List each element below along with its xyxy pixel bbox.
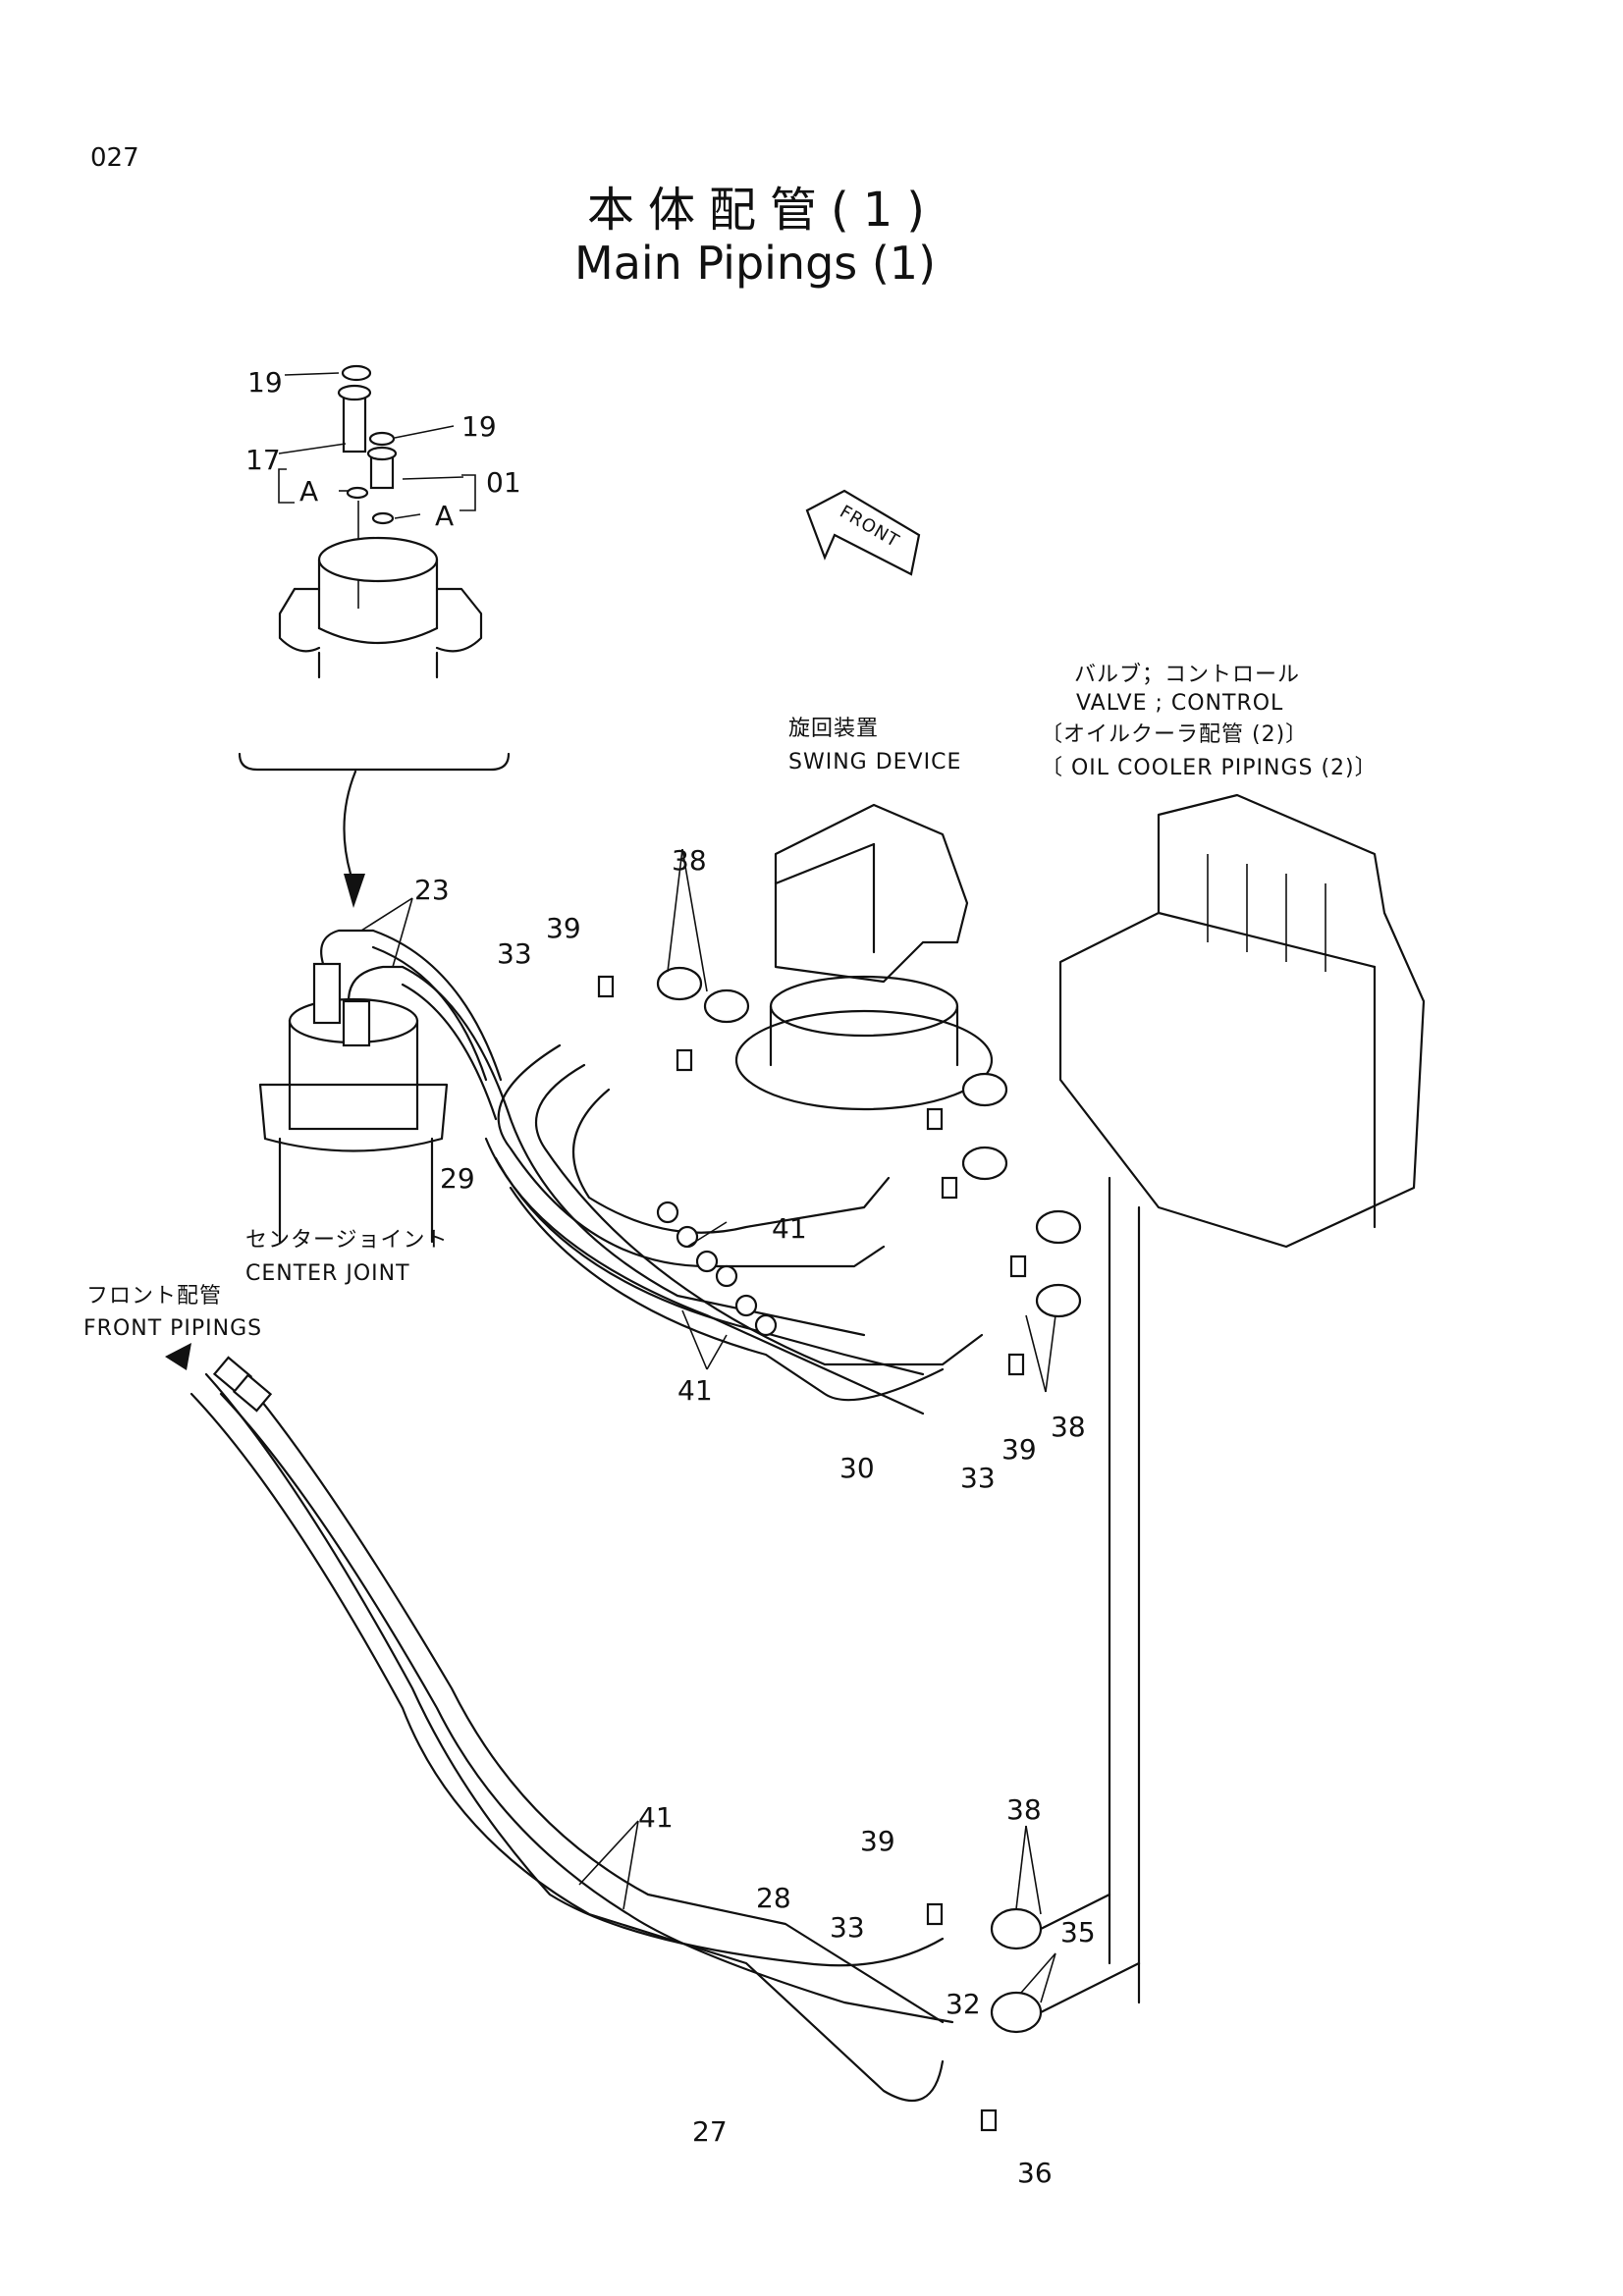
callout-30: 30 xyxy=(839,1452,875,1484)
callout-33: 33 xyxy=(497,937,532,970)
front-pipings-label-en: FRONT PIPINGS xyxy=(83,1316,263,1341)
swing-device-label-en: SWING DEVICE xyxy=(788,750,962,774)
callout-29: 29 xyxy=(440,1162,475,1195)
front-pipings-hoses xyxy=(165,1343,1141,2132)
callout-39: 39 xyxy=(1001,1433,1037,1466)
callout-33: 33 xyxy=(830,1911,865,1944)
page-number: 027 xyxy=(90,143,139,173)
swing-device-label-jp: 旋回装置 xyxy=(788,717,880,741)
callout-17: 17 xyxy=(245,444,281,476)
callout-38: 38 xyxy=(1051,1411,1086,1443)
callout-38: 38 xyxy=(1006,1793,1042,1826)
center-joint-drawing xyxy=(258,929,513,1244)
title-english: Main Pipings (1) xyxy=(574,237,937,290)
valve-control-label-en: VALVE ; CONTROL xyxy=(1076,691,1284,716)
callout-19: 19 xyxy=(247,366,283,399)
callout-38: 38 xyxy=(672,844,707,877)
title-japanese: 本体配管(1) xyxy=(587,183,939,238)
callout-39: 39 xyxy=(546,912,581,944)
leader-lines xyxy=(360,848,1056,2003)
oil-cooler-label-jp: 〔オイルクーラ配管 (2)〕 xyxy=(1041,722,1309,747)
callout-a: A xyxy=(435,500,455,532)
callout-39: 39 xyxy=(860,1825,895,1857)
callout-32: 32 xyxy=(946,1988,981,2020)
callout-01: 01 xyxy=(486,466,521,499)
callout-41: 41 xyxy=(638,1801,674,1834)
center-joint-label-jp: センタージョイント xyxy=(245,1228,449,1253)
callout-41: 41 xyxy=(772,1212,807,1245)
oil-cooler-label-en: 〔 OIL COOLER PIPINGS (2)〕 xyxy=(1041,756,1378,780)
center-joint-detail-drawing xyxy=(238,364,511,908)
front-pipings-label-jp: フロント配管 xyxy=(86,1284,223,1308)
callout-19: 19 xyxy=(461,410,497,443)
callout-28: 28 xyxy=(756,1882,791,1914)
valve-control-label-jp: バルブ；コントロール xyxy=(1074,663,1301,687)
callout-27: 27 xyxy=(692,2115,728,2148)
upper-flanges xyxy=(597,966,1082,1376)
callout-33: 33 xyxy=(960,1462,996,1494)
callout-41: 41 xyxy=(677,1374,713,1407)
center-joint-label-en: CENTER JOINT xyxy=(245,1261,410,1286)
callout-a: A xyxy=(299,475,319,507)
front-direction-arrow xyxy=(805,489,921,576)
upper-hose-bundle xyxy=(484,1043,984,1415)
control-valve-drawing xyxy=(1058,793,1426,2004)
swing-device-drawing xyxy=(734,803,994,1111)
callout-23: 23 xyxy=(414,874,450,906)
callout-35: 35 xyxy=(1060,1916,1096,1949)
callout-36: 36 xyxy=(1017,2157,1053,2189)
